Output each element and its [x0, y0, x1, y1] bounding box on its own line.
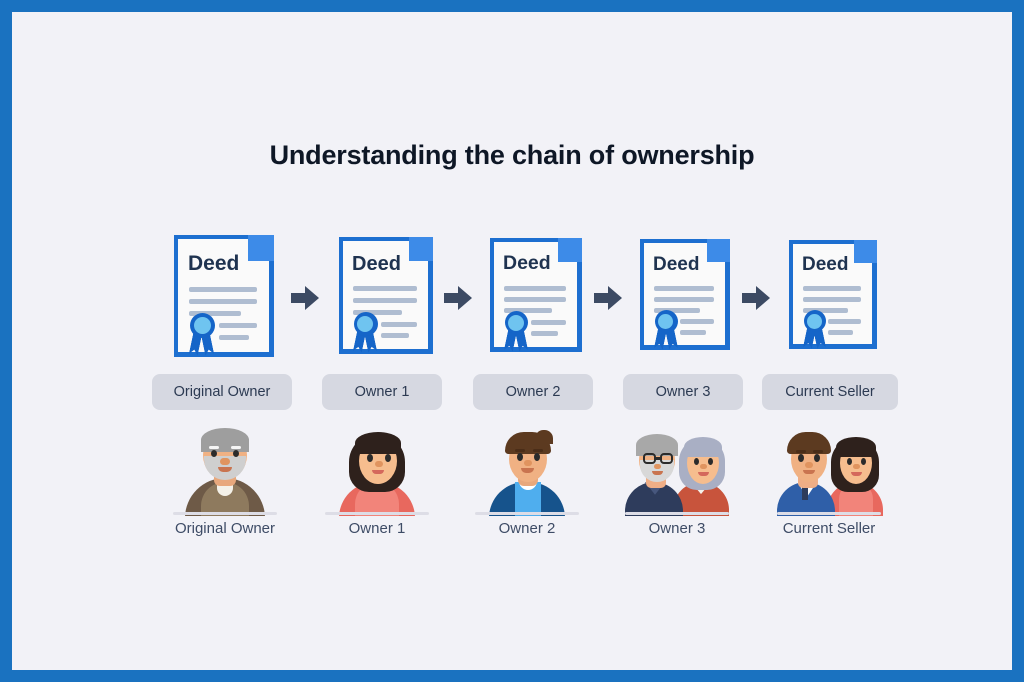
avatar-ground [173, 512, 277, 515]
caption-owner-3: Owner 3 [648, 520, 706, 537]
avatar-cell-owner-1: Owner 1 [314, 420, 440, 550]
deed-line [680, 319, 714, 324]
deed-document-3: Deed [490, 238, 582, 352]
avatar-ground [475, 512, 579, 515]
deed-fold-icon-1 [248, 235, 274, 261]
deed-chain-row: Deed Deed [158, 224, 898, 364]
young-man-avatar [467, 420, 587, 516]
avatar-cell-owner-3: Owner 3 [614, 420, 740, 550]
deed-line [504, 308, 552, 313]
deed-cell-3: Deed [474, 224, 598, 364]
badge-owner-2[interactable]: Owner 2 [473, 374, 593, 410]
deed-line [381, 322, 417, 327]
avatar-cell-current-seller: Current Seller [764, 420, 894, 550]
avatar-ground [777, 512, 881, 515]
deed-seal-icon-4 [651, 310, 683, 351]
deed-line [219, 335, 249, 340]
deed-document-5: Deed [789, 240, 877, 349]
avatar-cell-original-owner: Original Owner [162, 420, 288, 550]
deed-seal-icon-3 [501, 311, 533, 353]
deed-seal-icon-1 [186, 313, 220, 357]
avatar-ground [625, 512, 729, 515]
arrow-right-icon-3 [594, 286, 624, 310]
deed-title-5: Deed [802, 254, 849, 275]
deed-line [654, 308, 700, 313]
deed-document-1: Deed [174, 235, 274, 357]
deed-line [353, 286, 417, 291]
deed-seal-icon-2 [350, 312, 383, 355]
deed-line [189, 311, 241, 316]
owner-badge-row: Original Owner Owner 1 Owner 2 Owner 3 C… [152, 374, 898, 410]
deed-document-2: Deed [339, 237, 433, 354]
caption-owner-1: Owner 1 [348, 520, 406, 537]
avatar-ground [325, 512, 429, 515]
badge-owner-1[interactable]: Owner 1 [322, 374, 442, 410]
deed-line [381, 333, 409, 338]
owner-avatar-row: Original Owner Owner 1 [158, 420, 898, 550]
deed-line [504, 286, 566, 291]
deed-line [189, 287, 257, 292]
deed-fold-icon-2 [409, 237, 433, 261]
caption-original-owner: Original Owner [174, 520, 276, 537]
caption-current-seller: Current Seller [782, 520, 876, 537]
deed-cell-4: Deed [624, 224, 746, 364]
deed-seal-icon-5 [800, 310, 831, 350]
badge-current-seller[interactable]: Current Seller [762, 374, 898, 410]
deed-line [353, 298, 417, 303]
deed-line [654, 286, 714, 291]
deed-line [531, 320, 566, 325]
deed-line [504, 297, 566, 302]
deed-cell-1: Deed [158, 224, 290, 364]
arrow-right-icon-4 [742, 286, 772, 310]
deed-cell-2: Deed [323, 224, 449, 364]
deed-line [654, 297, 714, 302]
deed-line [189, 299, 257, 304]
deed-document-4: Deed [640, 239, 730, 350]
arrow-right-icon-2 [444, 286, 474, 310]
deed-fold-icon-3 [558, 238, 582, 262]
caption-owner-2: Owner 2 [498, 520, 556, 537]
deed-line [803, 308, 848, 313]
deed-fold-icon-4 [707, 239, 730, 262]
arrow-right-icon-1 [291, 286, 321, 310]
badge-original-owner[interactable]: Original Owner [152, 374, 292, 410]
deed-line [353, 310, 402, 315]
young-couple-avatar [769, 420, 889, 516]
deed-title-1: Deed [188, 252, 240, 275]
elderly-man-avatar [165, 420, 285, 516]
page-title: Understanding the chain of ownership [269, 140, 755, 170]
deed-line [680, 330, 706, 335]
deed-line [219, 323, 257, 328]
deed-cell-5: Deed [772, 224, 894, 364]
deed-fold-icon-5 [854, 240, 877, 263]
deed-line [828, 330, 853, 335]
elderly-couple-avatar [617, 420, 737, 516]
deed-title-4: Deed [653, 254, 700, 275]
deed-title-3: Deed [503, 252, 551, 274]
deed-line [828, 319, 861, 324]
badge-owner-3[interactable]: Owner 3 [623, 374, 743, 410]
deed-line [803, 297, 861, 302]
deed-line [803, 286, 861, 291]
deed-line [531, 331, 558, 336]
infographic-canvas: Understanding the chain of ownership Dee… [12, 12, 1012, 670]
avatar-cell-owner-2: Owner 2 [464, 420, 590, 550]
woman-avatar [317, 420, 437, 516]
deed-title-2: Deed [352, 253, 401, 275]
